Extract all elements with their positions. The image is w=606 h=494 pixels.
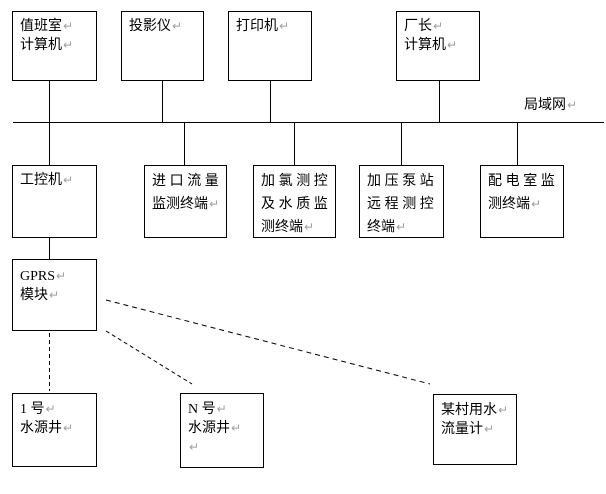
box-industrial-pc: 工控机↵ bbox=[12, 165, 97, 238]
box-duty-room-computer: 值班室↵计算机↵ bbox=[12, 11, 97, 81]
box-text: 某村用水 bbox=[441, 403, 497, 418]
line-break-mark: ↵ bbox=[304, 220, 315, 234]
line-break-mark: ↵ bbox=[498, 403, 509, 417]
box-text: 配电室监 bbox=[488, 174, 559, 189]
box-text: 测终端 bbox=[261, 220, 303, 235]
lan-label-text: 局域网 bbox=[524, 98, 566, 113]
line-break-mark: ↵ bbox=[49, 288, 60, 302]
box-text-line: 远程测控 bbox=[367, 193, 440, 216]
box-village-flow-meter: 某村用水↵流量计↵ bbox=[433, 394, 517, 465]
box-director-computer: 厂长↵计算机↵ bbox=[396, 11, 480, 81]
line-break-mark: ↵ bbox=[484, 422, 495, 436]
line-break-mark: ↵ bbox=[63, 19, 74, 33]
line-break-mark: ↵ bbox=[56, 269, 67, 283]
box-text-line: 模块↵ bbox=[20, 286, 93, 305]
box-text: 工控机 bbox=[20, 173, 62, 188]
box-text-line: 测终端↵ bbox=[261, 216, 332, 239]
box-power-room-terminal: 配电室监测终端↵ bbox=[480, 165, 564, 238]
box-text-line: 1 号↵ bbox=[20, 400, 93, 419]
line-break-mark: ↵ bbox=[396, 220, 407, 234]
line-break-mark: ↵ bbox=[45, 402, 56, 416]
box-text: 水源井 bbox=[20, 421, 62, 436]
wireless-link-gprs-to-well-n bbox=[105, 330, 193, 385]
line-break-mark: ↵ bbox=[531, 197, 542, 211]
box-text-line: GPRS↵ bbox=[20, 267, 93, 286]
box-text: N 号 bbox=[188, 402, 216, 417]
box-text: 远程测控 bbox=[367, 197, 438, 212]
box-text: 测终端 bbox=[488, 197, 530, 212]
box-text: 厂长 bbox=[404, 19, 432, 34]
box-text-line: ↵ bbox=[188, 438, 260, 457]
box-gprs-module: GPRS↵模块↵ bbox=[12, 259, 97, 331]
line-break-mark: ↵ bbox=[209, 197, 220, 211]
box-text-line: 监测终端↵ bbox=[152, 193, 223, 216]
line-break-mark: ↵ bbox=[216, 402, 227, 416]
box-text: 模块 bbox=[20, 288, 48, 303]
box-text: 终端 bbox=[367, 220, 395, 235]
line-break-mark: ↵ bbox=[231, 421, 242, 435]
box-text-line: 某村用水↵ bbox=[441, 401, 513, 420]
line-break-mark: ↵ bbox=[63, 38, 74, 52]
box-text-line: 水源井↵ bbox=[188, 419, 260, 438]
box-text: 水源井 bbox=[188, 421, 230, 436]
box-chlorination-terminal: 加氯测控及水质监测终端↵ bbox=[253, 165, 336, 238]
box-well-n: N 号↵水源井↵↵ bbox=[180, 393, 264, 468]
box-well-1: 1 号↵水源井↵ bbox=[12, 393, 97, 467]
line-break-mark: ↵ bbox=[279, 19, 290, 33]
box-text: 计算机 bbox=[20, 38, 62, 53]
box-text: 及水质监 bbox=[261, 197, 332, 212]
box-text-line: 测终端↵ bbox=[488, 193, 560, 216]
box-text-line: 终端↵ bbox=[367, 216, 440, 239]
box-printer: 打印机↵ bbox=[228, 11, 312, 81]
box-text-line: 水源井↵ bbox=[20, 419, 93, 438]
box-text-line: 工控机↵ bbox=[20, 171, 93, 190]
line-break-mark: ↵ bbox=[189, 440, 200, 454]
line-break-mark: ↵ bbox=[433, 19, 444, 33]
lan-label: 局域网↵ bbox=[524, 94, 577, 114]
box-text-line: 加压泵站 bbox=[367, 170, 440, 193]
box-text: 加氯测控 bbox=[261, 174, 332, 189]
box-projector: 投影仪↵ bbox=[121, 11, 204, 81]
box-inlet-flow-terminal: 进口流量监测终端↵ bbox=[144, 165, 227, 238]
line-break-mark: ↵ bbox=[63, 421, 74, 435]
box-text: GPRS bbox=[20, 269, 56, 284]
line-break-mark: ↵ bbox=[447, 38, 458, 52]
box-text: 监测终端 bbox=[152, 197, 208, 212]
box-text-line: 计算机↵ bbox=[404, 36, 476, 55]
box-text-line: 打印机↵ bbox=[236, 17, 308, 36]
box-text-line: 计算机↵ bbox=[20, 36, 93, 55]
line-break-mark: ↵ bbox=[172, 19, 183, 33]
box-text-line: N 号↵ bbox=[188, 400, 260, 419]
box-text: 打印机 bbox=[236, 19, 278, 34]
box-text-line: 及水质监 bbox=[261, 193, 332, 216]
box-text: 投影仪 bbox=[129, 19, 171, 34]
box-text-line: 投影仪↵ bbox=[129, 17, 200, 36]
box-pump-station-terminal: 加压泵站远程测控终端↵ bbox=[359, 165, 444, 238]
box-text-line: 配电室监 bbox=[488, 170, 560, 193]
box-text: 加压泵站 bbox=[367, 174, 438, 189]
line-break-mark: ↵ bbox=[567, 98, 578, 112]
wireless-link-gprs-to-village-meter bbox=[105, 299, 431, 385]
box-text: 值班室 bbox=[20, 19, 62, 34]
box-text-line: 值班室↵ bbox=[20, 17, 93, 36]
box-text-line: 进口流量 bbox=[152, 170, 223, 193]
line-break-mark: ↵ bbox=[63, 173, 74, 187]
box-text-line: 流量计↵ bbox=[441, 420, 513, 439]
box-text-line: 加氯测控 bbox=[261, 170, 332, 193]
box-text-line: 厂长↵ bbox=[404, 17, 476, 36]
box-text: 1 号 bbox=[20, 402, 45, 417]
box-text: 流量计 bbox=[441, 422, 483, 437]
box-text: 计算机 bbox=[404, 38, 446, 53]
box-text: 进口流量 bbox=[152, 174, 223, 189]
